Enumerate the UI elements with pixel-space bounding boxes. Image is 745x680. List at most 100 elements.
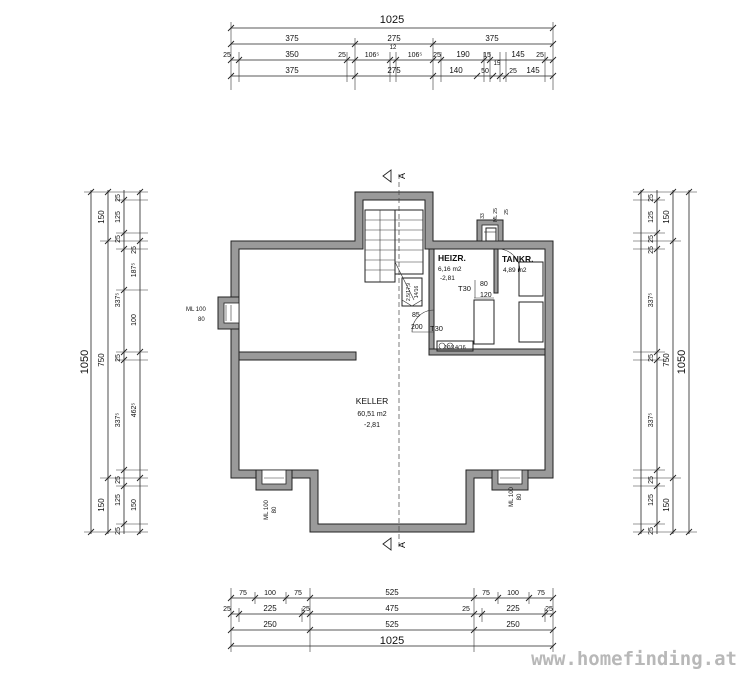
section-marker-bottom-icon: [382, 537, 392, 551]
left-dim-100: 100: [131, 314, 138, 326]
ml-top-b: 25: [504, 209, 510, 215]
right-dim-337a: 337⁵: [648, 293, 655, 308]
ml-top-label: ML 25: [493, 208, 499, 222]
window-niche-left: [217, 296, 240, 330]
exterior-walls: [230, 191, 554, 533]
left-dim-25a: 25: [115, 194, 122, 202]
left-dim-bot-150: 150: [97, 498, 106, 512]
left-dim-337a: 337⁵: [115, 293, 122, 308]
section-label-bottom: A: [397, 542, 407, 548]
left-dimension-chain: 1050 750 150 25 125 25 25 187⁵ 337⁵ 100 …: [79, 188, 148, 536]
left-dim-25e: 25: [115, 476, 122, 484]
top-dim-r2-10: 25: [536, 52, 544, 59]
annotations: T30 T30 80 120 85 200 ML 100 80 ML 100 8…: [186, 208, 523, 520]
left-dim-337b: 337⁵: [115, 413, 122, 428]
left-dim-125b: 125: [115, 494, 122, 506]
utility-fixtures: [411, 227, 544, 352]
ml-bottom-left-label: ML 100: [264, 499, 270, 519]
right-dim-25d: 25: [648, 354, 655, 362]
right-dim-25f: 25: [648, 527, 655, 535]
top-dim-r2-6: 25: [433, 52, 441, 59]
bot-dim-r1-4: 75: [482, 590, 490, 597]
bot-dim-r2-2: 25: [302, 606, 310, 613]
right-dimension-chain: 25 125 25 150 25 337⁵ 25 337⁵ 25 125 150…: [633, 188, 697, 536]
top-dim-r3-5: 25: [509, 68, 517, 75]
left-dim-187: 187⁵: [131, 263, 138, 278]
top-dim-r2-1: 350: [285, 50, 299, 59]
bot-dim-r3-1: 525: [385, 620, 399, 629]
t30-label-b: T30: [430, 324, 443, 333]
top-dim-r3-2: 140: [449, 66, 463, 75]
right-dim-125b: 125: [648, 494, 655, 506]
top-dim-r2-2: 25: [338, 52, 346, 59]
left-dim-top-150: 150: [97, 210, 106, 224]
left-dim-25d: 25: [115, 354, 122, 362]
right-dim-150a: 150: [662, 210, 671, 224]
right-dim-125a: 125: [648, 211, 655, 223]
door-85-label: 85: [412, 312, 420, 319]
left-total-dim: 1050: [79, 350, 91, 374]
room-keller: KELLER 60,51 m2 -2,81: [356, 396, 389, 429]
room-tankr: TANKR. 4,89 m2: [502, 254, 533, 274]
tankr-name: TANKR.: [502, 254, 533, 264]
top-total-dim: 1025: [380, 14, 404, 26]
top-dim-r2-3: 106⁵: [365, 52, 380, 59]
bot-dim-r2-4: 25: [462, 606, 470, 613]
top-dim-r2-4: 12: [390, 45, 397, 51]
top-dim-r3-6: 145: [526, 66, 540, 75]
stair-label-b: 14/16: [414, 286, 420, 299]
left-dim-150c: 150: [131, 499, 138, 511]
top-dim-r2-5: 106⁵: [408, 52, 423, 59]
bot-dim-r2-0: 25: [223, 606, 231, 613]
left-dim-25b: 25: [115, 235, 122, 243]
top-dim-r1-b: 275: [387, 34, 401, 43]
ml-left-sub: 80: [198, 317, 205, 323]
interior-walls: [238, 248, 546, 361]
right-dim-25a: 25: [648, 194, 655, 202]
room-heizr: HEIZR. 6,16 m2 -2,81: [438, 253, 466, 282]
bot-dim-r2-3: 475: [385, 604, 399, 613]
bot-dim-r2-6: 25: [545, 606, 553, 613]
heizr-name: HEIZR.: [438, 253, 466, 263]
left-middle-dim: 750: [97, 353, 106, 367]
heater-label: 10/14/16: [444, 345, 465, 351]
left-dim-125a: 125: [115, 211, 122, 223]
top-dim-r2-7: 190: [456, 50, 470, 59]
heizr-area: 6,16 m2: [438, 266, 462, 273]
bot-dim-r1-2: 75: [294, 590, 302, 597]
left-dim-25c: 25: [131, 246, 138, 254]
window-niche-bottom-right: [491, 469, 529, 491]
door-120-label: 120: [480, 292, 492, 299]
t30-label-a: T30: [458, 284, 471, 293]
ml-left-label: ML 100: [186, 307, 206, 313]
left-dim-462: 462⁵: [131, 403, 138, 418]
right-dim-25c: 25: [648, 246, 655, 254]
section-marker-top-icon: [382, 169, 392, 183]
ml-bottom-left-sub: 80: [272, 506, 278, 513]
section-label-top: A: [397, 173, 407, 179]
ml-bottom-right-sub: 80: [517, 493, 523, 500]
door-80-label: 80: [480, 281, 488, 288]
bot-dim-r1-0: 75: [239, 590, 247, 597]
bot-dim-r3-2: 250: [506, 620, 520, 629]
tankr-area: 4,89 m2: [503, 267, 527, 274]
door-200-label: 200: [411, 324, 423, 331]
top-dimension-chain: 1025 375 275 375 25 350 25 106⁵ 12 106⁵ …: [223, 14, 557, 90]
heizr-level: -2,81: [440, 275, 455, 282]
right-dim-337b: 337⁵: [648, 413, 655, 428]
ml-top-a: 33: [480, 213, 486, 219]
right-total-dim: 1050: [676, 350, 688, 374]
top-dim-r3-3: 50: [481, 68, 489, 75]
window-niche-bottom-left: [255, 469, 293, 491]
top-dim-r1-c: 375: [485, 34, 499, 43]
keller-level: -2,81: [364, 422, 380, 429]
section-line: A A: [382, 169, 407, 551]
bot-dim-r2-5: 225: [506, 604, 520, 613]
keller-name: KELLER: [356, 396, 389, 406]
bottom-dimension-chain: 75 100 75 525 75 100 75 25 225 25 475 25…: [223, 588, 557, 652]
bottom-total-dim: 1025: [380, 635, 404, 647]
right-dim-25e: 25: [648, 476, 655, 484]
bot-dim-r1-6: 75: [537, 590, 545, 597]
